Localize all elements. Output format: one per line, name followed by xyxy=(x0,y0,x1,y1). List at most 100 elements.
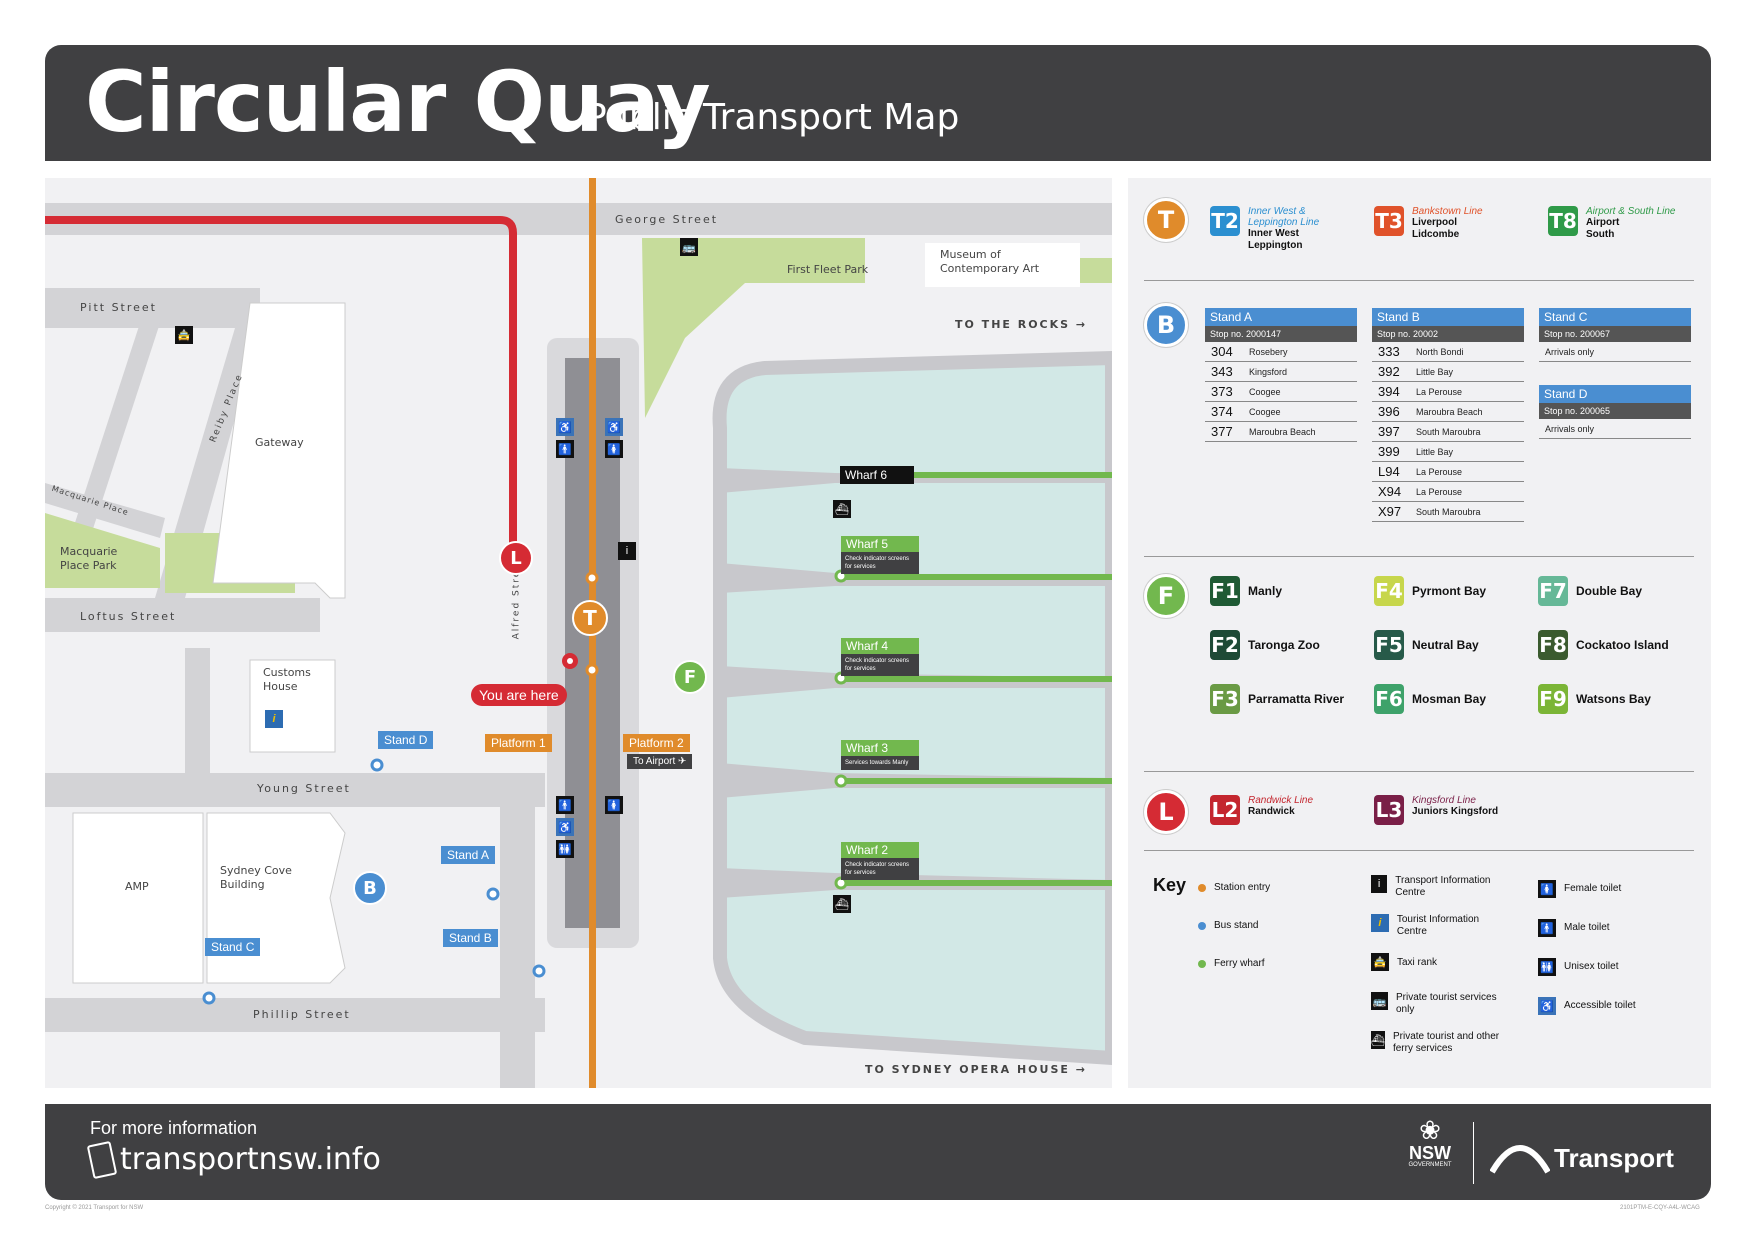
bus-route-row: 333 North Bondi xyxy=(1372,342,1524,362)
page-subtitle: Public Transport Map xyxy=(585,97,960,138)
f6-line-icon: F6 xyxy=(1374,684,1404,714)
route-destination: Coogee xyxy=(1249,386,1281,397)
transport-info-icon: i xyxy=(1371,875,1388,893)
ferry-wharf-dot xyxy=(1198,960,1206,968)
to-airport-label: To Airport ✈ xyxy=(627,754,693,769)
route-number: 333 xyxy=(1378,344,1400,359)
platform-1-label: Platform 1 xyxy=(485,734,552,752)
f5-line-icon: F5 xyxy=(1374,630,1404,660)
sydney-cove-building-label: Sydney Cove Building xyxy=(220,864,292,891)
t2-line-icon: T2 xyxy=(1210,206,1240,236)
private-bus-icon: 🚌 xyxy=(1371,992,1388,1010)
route-number: 377 xyxy=(1211,424,1233,439)
map-graphics xyxy=(45,178,1112,1088)
stand-c-tag: Stand C xyxy=(205,938,261,956)
customs-house-building xyxy=(249,659,336,753)
f8-line-icon: F8 xyxy=(1538,630,1568,660)
page-title: Circular Quay xyxy=(85,53,711,151)
route-number: 304 xyxy=(1211,344,1233,359)
macquarie-place-park xyxy=(45,513,160,588)
route-destination: La Perouse xyxy=(1416,386,1463,397)
route-number: 374 xyxy=(1211,404,1233,419)
route-destination: South Maroubra xyxy=(1416,426,1481,437)
accessible-toilet-icon: ♿ xyxy=(556,418,574,436)
route-destination: North Bondi xyxy=(1416,346,1464,357)
ferry-route-f1: F1 Manly xyxy=(1210,576,1374,606)
ferry-route-name: Neutral Bay xyxy=(1412,638,1479,652)
tourist-info-icon: i xyxy=(265,710,283,728)
route-number: 396 xyxy=(1378,404,1400,419)
ferry-route-name: Watsons Bay xyxy=(1576,692,1651,706)
bus-stand-dot xyxy=(1198,922,1206,930)
wharf-3-sign: Wharf 3 Services towards Manly xyxy=(841,740,919,770)
light-rail-line xyxy=(45,216,517,548)
bus-route-row: 396 Maroubra Beach xyxy=(1372,402,1524,422)
wharf-5-sign: Wharf 5 Check indicator screens for serv… xyxy=(841,536,919,574)
route-destination: La Perouse xyxy=(1416,486,1463,497)
website-link[interactable]: transportnsw.info xyxy=(86,1140,381,1179)
footer-bar: For more information transportnsw.info ❀… xyxy=(45,1104,1711,1200)
phillip-street-label: Phillip Street xyxy=(253,1008,351,1021)
ferry-route-name: Parramatta River xyxy=(1248,692,1345,706)
macquarie-place-park-label: Macquarie Place Park xyxy=(60,545,118,572)
ferry-route-name: Cockatoo Island xyxy=(1576,638,1669,652)
stand-a-tag: Stand A xyxy=(441,846,496,864)
customs-house-label: Customs House xyxy=(263,666,311,693)
route-number: X94 xyxy=(1378,484,1402,499)
wharf-4-note: Check indicator screens for services xyxy=(841,654,919,676)
route-destination: Maroubra Beach xyxy=(1416,406,1483,417)
female-toilet-icon: 🚺 xyxy=(605,440,623,458)
unisex-toilet-icon: 🚻 xyxy=(556,840,574,858)
ferry-route-name: Manly xyxy=(1248,584,1283,598)
wharf-5-label: Wharf 5 xyxy=(841,536,919,552)
route-destination: South Maroubra xyxy=(1416,506,1481,517)
key-dots: Station entry Bus stand Ferry wharf xyxy=(1198,878,1270,974)
mobile-phone-icon xyxy=(86,1140,118,1179)
light-rail-stop-icon: L xyxy=(499,541,533,575)
stand-d-tag: Stand D xyxy=(378,731,434,749)
copyright-text: Copyright © 2021 Transport for NSW xyxy=(45,1205,144,1211)
amp-label: AMP xyxy=(125,880,149,893)
young-street-label: Young Street xyxy=(257,782,351,795)
f7-line-icon: F7 xyxy=(1538,576,1568,606)
train-station-icon: T xyxy=(572,600,608,636)
private-ferry-icon: ⛴ xyxy=(833,500,851,518)
accessible-toilet-icon: ♿ xyxy=(1538,997,1556,1015)
wharf-2-note: Check indicator screens for services xyxy=(841,858,919,880)
transport-logo: Transport xyxy=(1490,1134,1674,1174)
key-icons-right: 🚺Female toilet 🚹Male toilet 🚻Unisex toil… xyxy=(1538,875,1698,1020)
sydney-cove-water xyxy=(712,350,1112,1066)
pitt-street-label: Pitt Street xyxy=(80,301,157,314)
private-ferry-icon: ⛴ xyxy=(1371,1031,1385,1049)
f9-line-icon: F9 xyxy=(1538,684,1568,714)
gateway-label: Gateway xyxy=(255,436,304,449)
f2-line-icon: F2 xyxy=(1210,630,1240,660)
waratah-icon: ❀ xyxy=(1419,1115,1441,1145)
mca-building xyxy=(925,243,1080,287)
station-map: George Street Pitt Street Reiby Place Ma… xyxy=(45,178,1112,1088)
sydney-cove-building xyxy=(206,812,346,984)
gateway-building xyxy=(212,302,346,599)
f1-line-icon: F1 xyxy=(1210,576,1240,606)
young-street-road xyxy=(45,773,545,807)
ferry-route-f9: F9 Watsons Bay xyxy=(1538,684,1702,714)
route-number: 399 xyxy=(1378,444,1400,459)
george-street-label: George Street xyxy=(615,213,719,226)
